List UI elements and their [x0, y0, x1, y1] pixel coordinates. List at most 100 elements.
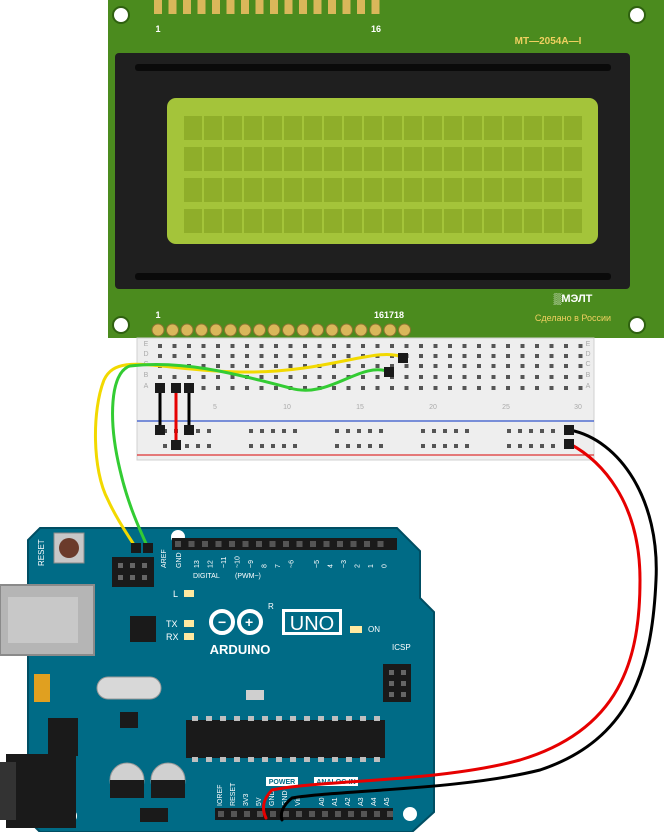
power-label-box: [266, 777, 298, 786]
breadboard-hole: [564, 386, 568, 390]
digital-pin-label: ~5: [314, 560, 321, 568]
breadboard-hole: [390, 364, 394, 368]
header-pin: [175, 541, 181, 547]
breadboard-hole: [201, 386, 206, 390]
arduino-uno-board: RESET L TX RX ON − + ARDUINO U: [0, 527, 435, 832]
chip-pin: [304, 757, 310, 762]
breadboard-hole: [448, 386, 452, 390]
breadboard-hole: [433, 344, 438, 348]
lcd-mount-hole: [112, 6, 130, 24]
breadboard-hole: [564, 364, 568, 368]
breadboard-hole: [491, 386, 496, 390]
chip-pin: [290, 757, 296, 762]
chip-pin: [234, 757, 240, 762]
lcd-char-cell: [244, 209, 262, 233]
header-pin: [335, 811, 341, 817]
lcd-char-cell: [444, 116, 462, 140]
breadboard-hole: [549, 364, 554, 368]
led-l: [184, 590, 194, 597]
lcd-char-cell: [404, 209, 422, 233]
lcd-char-cell: [424, 178, 442, 202]
chip-pin: [346, 716, 352, 721]
lcd-char-cell: [504, 209, 522, 233]
header-pin: [296, 811, 302, 817]
breadboard-hole: [419, 364, 423, 368]
wire-tip: [155, 425, 165, 435]
breadboard-hole: [274, 386, 278, 390]
digital-pin-label: ~6: [289, 560, 296, 568]
icsp2-header: [112, 557, 154, 587]
arduino-logo-plus: +: [245, 614, 253, 630]
lcd-bottom-pin: [209, 323, 223, 337]
breadboard-hole: [578, 386, 583, 390]
lcd-char-cell: [184, 209, 202, 233]
lcd-char-cell: [224, 147, 242, 171]
breadboard-rail-hole: [249, 444, 253, 448]
digital-pin-label: 4: [328, 564, 335, 568]
analog-pin-label: A2: [345, 797, 352, 806]
lcd-char-cell: [344, 178, 362, 202]
breadboard-hole: [201, 364, 206, 368]
wire-tip: [143, 543, 153, 553]
breadboard-hole: [433, 375, 438, 379]
breadboard-rail-hole: [368, 444, 372, 448]
power-pin-label: IOREF: [217, 785, 224, 806]
reset-button-cap[interactable]: [59, 538, 79, 558]
atmega328p-chip: [186, 720, 385, 758]
smd-component: [120, 712, 138, 728]
breadboard-hole: [375, 344, 380, 348]
power-pin-label: 3V3: [243, 793, 250, 806]
led-rx: [184, 633, 194, 640]
lcd-char-cell: [204, 209, 222, 233]
lcd-char-cell: [304, 116, 322, 140]
lcd-top-pin: [299, 0, 307, 14]
col-number-15: 15: [356, 404, 364, 411]
led-tx-label: TX: [166, 619, 178, 629]
breadboard-hole: [390, 386, 394, 390]
breadboard-hole: [201, 354, 206, 358]
breadboard-row-labels-right: E D C B A: [585, 341, 590, 390]
breadboard-rail-hole: [335, 429, 339, 433]
digital-pin-label: 12: [208, 560, 215, 568]
breadboard-rail-hole: [443, 429, 447, 433]
breadboard-hole: [549, 344, 554, 348]
led-tx: [184, 620, 194, 627]
breadboard-rail-hole: [271, 429, 275, 433]
row-label-c-right: C: [585, 361, 590, 368]
breadboard-hole: [390, 344, 394, 348]
breadboard-hole: [404, 386, 409, 390]
chip-pin: [346, 757, 352, 762]
lcd-char-cell: [404, 116, 422, 140]
chip-pin: [248, 716, 254, 721]
crystal-16mhz: [96, 676, 162, 700]
breadboard-rail-hole: [551, 444, 555, 448]
chip-pin: [220, 757, 226, 762]
lcd-char-cell: [544, 209, 562, 233]
breadboard-rail-hole: [260, 444, 264, 448]
icsp2-pin: [142, 563, 147, 568]
lcd-char-cell: [264, 116, 282, 140]
breadboard-hole: [332, 354, 336, 358]
chip-pin: [248, 757, 254, 762]
lcd-char-cell: [524, 209, 542, 233]
breadboard-hole: [375, 375, 380, 379]
fuse: [34, 674, 50, 702]
lcd-char-cell: [464, 116, 482, 140]
breadboard-hole: [346, 386, 351, 390]
atmega16u2-chip: [130, 616, 156, 642]
breadboard-hole: [506, 364, 510, 368]
breadboard-rail-hole: [443, 444, 447, 448]
breadboard-hole: [303, 375, 307, 379]
breadboard-hole: [332, 364, 336, 368]
lcd-char-cell: [264, 147, 282, 171]
lcd-char-cell: [224, 209, 242, 233]
breadboard-rail-hole: [282, 444, 286, 448]
led-l-label: L: [173, 589, 178, 599]
breadboard-rail-hole: [421, 444, 425, 448]
uno-label: UNO: [290, 613, 334, 635]
breadboard-hole: [448, 364, 452, 368]
breadboard-rail-hole: [196, 429, 200, 433]
lcd-char-cell: [324, 147, 342, 171]
chip-pin: [332, 757, 338, 762]
